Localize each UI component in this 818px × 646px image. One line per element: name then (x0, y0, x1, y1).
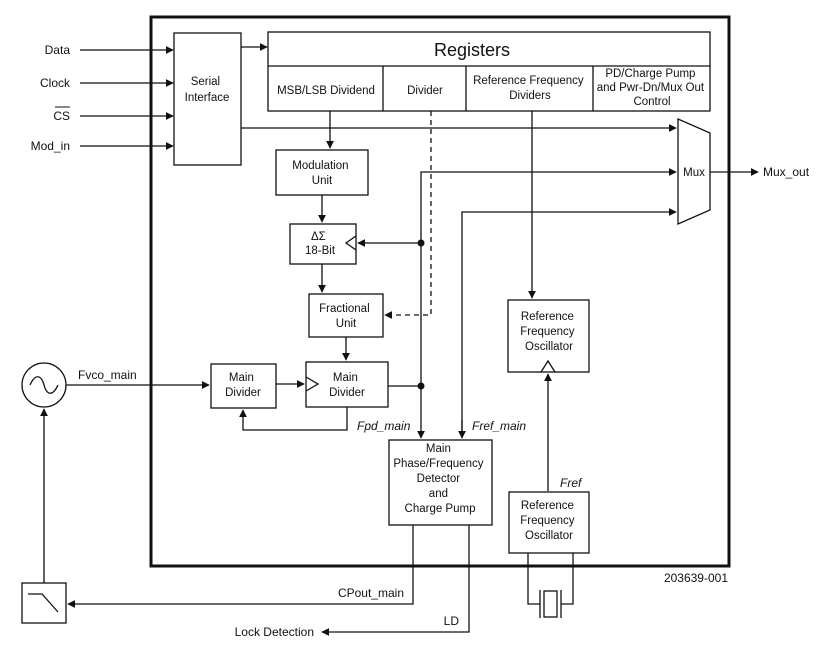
ref-freq-osc-upper-block (507, 299, 590, 373)
delta-sigma-clock-marker (344, 235, 357, 251)
input-lines (80, 46, 174, 150)
cpout-main-label: CPout_main (338, 586, 404, 600)
divider-feedback-wire (239, 407, 348, 431)
phase-detector-block (388, 439, 493, 526)
main-divider-1-block (210, 363, 277, 409)
main-divider-2-block (305, 361, 389, 408)
fpd-feedback-wire (420, 168, 677, 386)
mux-block (677, 118, 711, 225)
delta-sigma-block (289, 223, 357, 265)
ld-wire (321, 525, 470, 636)
fpd-main-label: Fpd_main (357, 419, 411, 433)
loop-filter-symbol (28, 593, 59, 613)
chip-outline (149, 15, 731, 568)
serial-interface-label: Serial Interface (185, 76, 230, 104)
registers-block (267, 31, 711, 112)
register-divider: Divider (407, 85, 443, 97)
data-input-label: Data (45, 43, 71, 57)
register-ref-freq-dividers: Reference Frequency Dividers (473, 75, 587, 102)
ref-freq-osc-upper-label: Reference Frequency Oscillator (520, 311, 578, 353)
ref-freq-osc-lower-block (508, 491, 590, 554)
vco-sine-symbol (29, 376, 59, 394)
cs-input-label: CS (53, 109, 70, 123)
main-divider-2-label: Main Divider (329, 372, 365, 399)
ld-label: LD (444, 614, 460, 628)
delta-sigma-label: ΔΣ 18-Bit (305, 231, 336, 257)
ref-freq-osc-lower-label: Reference Frequency Oscillator (520, 500, 578, 542)
serial-interface-block (173, 32, 242, 166)
registers-title: Registers (434, 40, 510, 60)
divider-dashed-wire (384, 111, 432, 319)
modulation-unit-label: Modulation Unit (292, 160, 351, 187)
figure-id-label: 203639-001 (664, 571, 728, 585)
phase-detector-label: Main Phase/Frequency Detector and Charge… (393, 443, 486, 515)
crystal-icon (527, 553, 574, 618)
main-divider-2-clock-marker (305, 376, 320, 392)
mux-label: Mux (683, 167, 705, 179)
register-pd-charge-pump: PD/Charge Pump and Pwr-Dn/Mux Out Contro… (597, 68, 708, 108)
clock-input-label: Clock (40, 76, 71, 90)
fractional-unit-block (308, 293, 384, 338)
mod-in-input-label: Mod_in (31, 139, 70, 153)
ref-osc-upper-clock-marker (540, 359, 556, 373)
register-msb-lsb-dividend: MSB/LSB Dividend (277, 85, 375, 97)
fref-main-label: Fref_main (472, 419, 526, 433)
modulation-unit-block (275, 149, 369, 196)
lock-detection-label: Lock Detection (235, 625, 314, 639)
main-divider-1-label: Main Divider (225, 372, 261, 399)
fref-label: Fref (560, 476, 583, 490)
fref-main-wire (461, 208, 677, 438)
fractional-unit-label: Fractional Unit (319, 303, 373, 330)
loop-filter-icon (21, 582, 67, 624)
cpout-main-wire (67, 525, 414, 608)
mux-out-label: Mux_out (763, 165, 810, 179)
fvco-main-label: Fvco_main (78, 368, 137, 382)
